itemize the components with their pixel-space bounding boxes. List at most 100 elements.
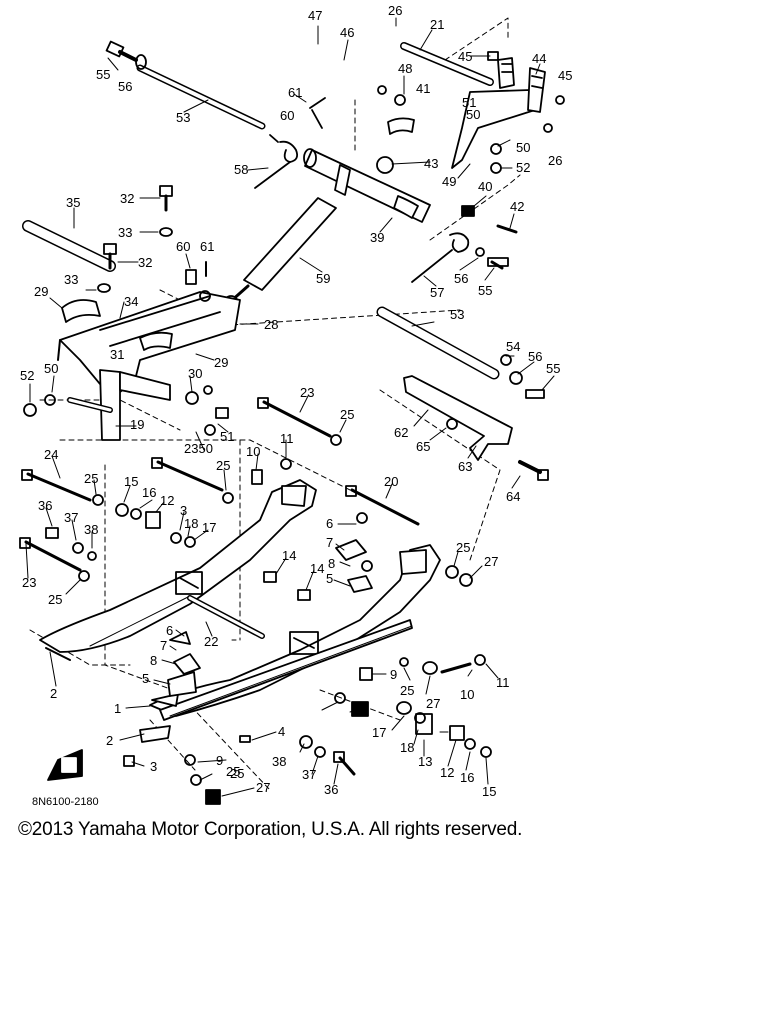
callout-label: 35 (66, 195, 80, 210)
torsion-spring-left (254, 97, 326, 189)
callout-label: 26 (548, 153, 562, 168)
callout-label: 2350 (184, 441, 213, 456)
cross-tube (303, 85, 431, 223)
callout-label: 25 (216, 458, 230, 473)
callout-label: 56 (528, 349, 542, 364)
callout-label: 9 (390, 667, 397, 682)
shock-absorber (223, 197, 337, 311)
callout-label: 1 (114, 701, 121, 716)
callout-label: 2 (50, 686, 57, 701)
front-direction-symbol (47, 749, 83, 781)
callout-label: 18 (400, 740, 414, 755)
callout-label: 8 (328, 556, 335, 571)
bolts-32-33 (97, 185, 207, 293)
slide-rail-right (149, 544, 441, 721)
callout-label: 51 (462, 95, 476, 110)
callout-label: 44 (532, 51, 546, 66)
callout-label: 4 (278, 724, 285, 739)
callout-label: 18 (184, 516, 198, 531)
callout-label: 61 (288, 85, 302, 100)
callout-label: 43 (424, 156, 438, 171)
callout-label: 57 (430, 285, 444, 300)
callout-label: 61 (200, 239, 214, 254)
callout-label: 25 (226, 764, 240, 779)
callout-label: 38 (272, 754, 286, 769)
callout-label: 56 (118, 79, 132, 94)
callout-label: 9 (216, 753, 223, 768)
shaft-35 (22, 220, 116, 272)
parts-diagram: 47 26 21 46 55 56 45 44 45 48 41 51 50 5… (19, 3, 572, 808)
callout-label: 5 (326, 571, 333, 586)
small-parts-15-18 (115, 503, 473, 593)
callout-label: 25 (456, 540, 470, 555)
callout-label: 60 (176, 239, 190, 254)
callout-label: 47 (308, 8, 322, 23)
callout-label: 48 (398, 61, 412, 76)
callout-label: 2 (106, 733, 113, 748)
callout-label: 15 (124, 474, 138, 489)
callout-label: 21 (430, 17, 444, 32)
callout-label: 32 (120, 191, 134, 206)
upper-shaft (136, 64, 266, 130)
callout-label: 7 (160, 638, 167, 653)
shaft-53-lower (376, 306, 500, 380)
cross-shaft-22 (187, 595, 265, 639)
callout-label: 65 (416, 439, 430, 454)
callout-label: 10 (246, 444, 260, 459)
callout-label: 41 (416, 81, 430, 96)
callout-label: 28 (264, 317, 278, 332)
callout-label: 3 (180, 503, 187, 518)
callout-label: 12 (160, 493, 174, 508)
callout-label: 49 (442, 174, 456, 189)
rear-pivot-assembly (403, 354, 549, 481)
figure-code: 8N6100-2180 (32, 796, 99, 808)
callout-label: 37 (302, 767, 316, 782)
callout-label: 58 (234, 162, 248, 177)
callout-label: 11 (280, 431, 294, 446)
callout-label: 53 (176, 110, 190, 125)
callout-label: 27 (256, 780, 270, 795)
callout-label: 8 (150, 653, 157, 668)
callout-label: 40 (478, 179, 492, 194)
callout-label: 14 (282, 548, 296, 563)
callout-label: 17 (372, 725, 386, 740)
callout-label: 51 (220, 429, 234, 444)
callout-label: 20 (384, 474, 398, 489)
callout-label: 17 (202, 520, 216, 535)
callout-label: 34 (124, 294, 138, 309)
callout-label: 32 (138, 255, 152, 270)
callout-label: 50 (44, 361, 58, 376)
callout-label: 52 (20, 368, 34, 383)
callout-label: 63 (458, 459, 472, 474)
callout-label: 36 (38, 498, 52, 513)
callout-label: 33 (118, 225, 132, 240)
callout-label: 27 (426, 696, 440, 711)
callout-label: 23 (22, 575, 36, 590)
callout-label: 46 (340, 25, 354, 40)
callout-label: 64 (506, 489, 520, 504)
slide-rail-left (39, 479, 317, 661)
callout-label: 54 (506, 339, 520, 354)
callout-label: 6 (326, 516, 333, 531)
callout-label: 45 (458, 49, 472, 64)
callout-label: 30 (188, 366, 202, 381)
callout-label: 10 (460, 687, 474, 702)
callout-label: 25 (84, 471, 98, 486)
callout-label: 25 (48, 592, 62, 607)
callout-label: 55 (478, 283, 492, 298)
callout-label: 45 (558, 68, 572, 83)
front-arm-assembly (23, 290, 241, 441)
callout-label: 15 (482, 784, 496, 799)
callout-label: 12 (440, 765, 454, 780)
callout-label: 60 (280, 108, 294, 123)
callout-label: 16 (142, 485, 156, 500)
callout-label: 29 (214, 355, 228, 370)
callout-label: 26 (388, 3, 402, 18)
callout-label: 52 (516, 160, 530, 175)
callout-label: 56 (454, 271, 468, 286)
callout-label: 25 (230, 766, 244, 781)
rear-shaft-top (400, 42, 494, 86)
callout-label: 14 (310, 561, 324, 576)
callout-label: 25 (400, 683, 414, 698)
callout-label: 19 (130, 417, 144, 432)
